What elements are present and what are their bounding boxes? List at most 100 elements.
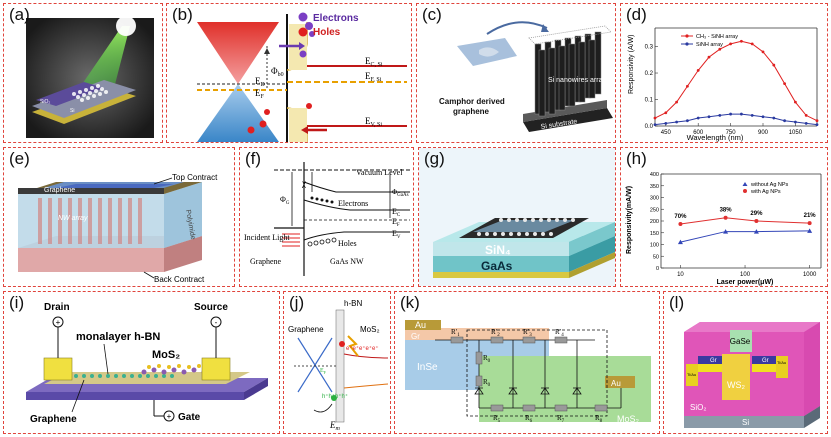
responsivity-chart-d: Responsivity (A/W) Wavelength (nm) 0.00.… [628,27,819,142]
ef-si-label: EF, Si [365,71,382,83]
data-point [761,115,765,119]
gase-tag: GaSe [730,337,751,346]
chi-label: χ [301,178,306,188]
panel-label: (b) [172,5,193,24]
data-point [653,123,657,127]
en-label: Em [329,420,341,432]
data-point [750,42,754,46]
device-illustration-c: Si nanowires arrays Si substrate Camphor… [439,21,613,132]
holes-tag: h⁺h⁺h⁺h⁺ [322,393,348,400]
electrons-tag: e⁺e⁺e⁺e⁺e⁺ [346,345,379,352]
top-contract-tag: Top Contract [172,173,218,182]
y-tick-label: 0 [656,266,659,272]
data-point [750,114,754,117]
data-point [729,42,732,46]
x-tick-label: 750 [726,130,737,136]
gate-tag: Gate [178,412,201,423]
data-point [804,114,808,117]
data-point [729,112,732,116]
panel-label: (j) [289,293,305,312]
ev-label: EV [392,229,401,240]
x-tick-label: 1050 [789,130,803,136]
graphene-label-2: graphene [453,107,490,116]
r5-label: R5 [493,414,501,424]
percent-annotation: 29% [750,211,763,217]
panel-label: (d) [626,5,647,24]
y-tick-label: 150 [650,231,659,237]
legend-without-ag: without Ag NPs [750,182,789,188]
nw-array-tag: NW array [58,215,88,222]
data-point [794,120,797,124]
device-illustration-i: + - Drain Source monalayer h-BN MoS₂ Gra… [26,302,268,425]
si-tag: Si [742,418,749,427]
data-point [707,55,711,59]
r8-label: R8 [595,414,603,424]
percent-annotation: 38% [720,208,733,214]
tiau-tag-left: Ti/Au [687,372,696,377]
panel-e: Graphene NW array Polyimide Top Contract… [3,147,235,287]
legend-holes: Holes [313,27,341,38]
data-point [740,39,743,43]
y-axis-label: Responsivity (A/W) [628,34,635,94]
source-minus: - [215,318,218,327]
y-tick-label: 0.2 [645,71,654,77]
data-point [723,229,729,234]
data-point [772,116,776,120]
data-point [761,50,765,54]
data-point [815,123,819,127]
graphene-tag: Graphene [30,414,77,425]
au-tag-top: Au [415,320,426,330]
panel-label: (c) [422,5,442,24]
y-tick-label: 50 [653,254,659,260]
panel-a: SiO₂ Si (a) [3,3,163,143]
hbn-tag: monalayer h-BN [76,331,160,343]
si-tag: Si [70,108,74,114]
series-line-0 [680,230,810,243]
panel-label: (f) [245,149,262,168]
sin4-layer-tag: SiN₄ [485,243,511,257]
r4p-label: R′4 [555,328,564,338]
data-point [723,215,728,220]
drain-plus: + [56,318,61,327]
x-axis-label: Laser power(μW) [717,279,774,286]
gaas-nw-tag: GaAs NW [330,257,364,266]
panel-k: Au Gr InSe Au MoS₂ R′1 R′2 R′3 R′4 R0 R0… [394,291,660,434]
responsivity-chart-h: Responsivity(mA/W) Laser power(μW) 0 50 10… [626,172,822,286]
legend-sinh: SiNH array [696,42,723,48]
data-point [815,119,819,123]
panel-c: Si nanowires arrays Si substrate Camphor… [416,3,616,143]
graphene-tag: Graphene [288,325,324,334]
holes-tag: Holes [338,239,357,248]
device-illustration-e: Graphene NW array Polyimide Top Contract… [18,173,218,284]
panel-label: (a) [9,5,30,24]
r0-label-upper: R0 [483,354,491,364]
mos2-tag: MoS₂ [152,349,180,361]
ed-label: ED [255,76,266,88]
panel-l: GaSe Gr Gr Ti/Au Ti/Au WS₂ SiO₂ Si (l) [663,291,828,434]
gr-tag-left: Gr [710,358,717,364]
ws2-tag: WS₂ [727,380,745,390]
phi-label: Φb0 [271,66,284,78]
ef-label: EF [320,368,327,375]
device-illustration-g: SiN₄ GaAs [419,148,615,286]
data-point [740,112,743,116]
panel-label: (l) [669,293,685,312]
y-axis-label: Responsivity(mA/W) [626,186,633,254]
panel-h: Responsivity(mA/W) Laser power(μW) 0 50 10… [620,147,828,287]
data-point [783,119,786,123]
x-tick-label: 900 [758,130,769,136]
incident-light-tag: Incident Light [244,233,290,242]
panel-g: SiN₄ GaAs (g) [418,147,616,287]
r0-label-lower: R0 [483,378,491,388]
vacuum-level-tag: Vacuum Level [356,168,403,177]
inse-tag: InSe [417,362,438,373]
graphene-label-1: Camphor derived [439,97,505,106]
percent-annotation: 70% [674,214,687,220]
y-tick-label: 100 [650,243,659,249]
nanowire-label: Si nanowires arrays [548,77,610,84]
data-point [677,239,683,245]
au-tag-bottom: Au [611,379,621,388]
x-axis-label: Wavelength (nm) [687,133,744,142]
y-tick-label: 0.3 [645,45,654,51]
data-point [664,121,668,125]
